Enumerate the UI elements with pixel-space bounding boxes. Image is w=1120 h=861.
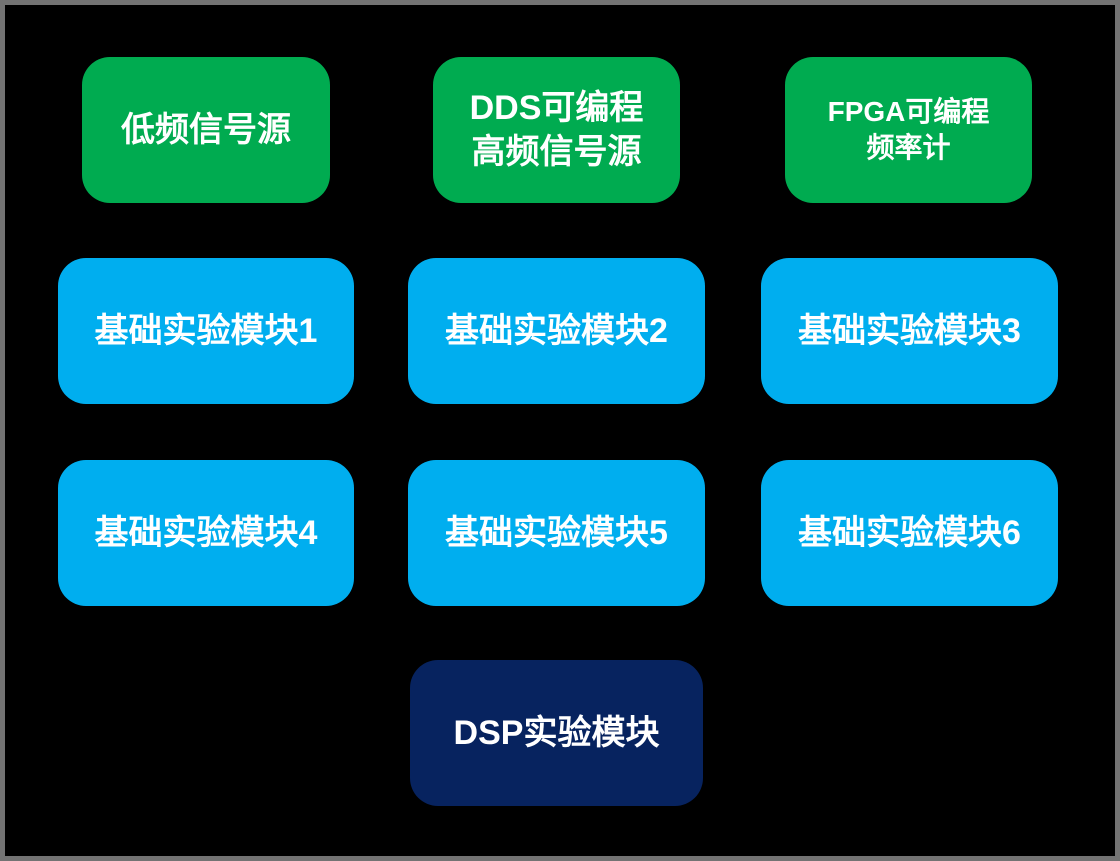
node-label: 基础实验模块1 [94, 311, 318, 350]
node-label: 基础实验模块4 [94, 513, 318, 552]
node-basic-module-6: 基础实验模块6 [761, 460, 1058, 606]
node-label: 基础实验模块2 [445, 311, 668, 350]
node-label: DDS可编程 高频信号源 [469, 88, 644, 171]
node-low-freq-signal-source: 低频信号源 [82, 57, 330, 203]
node-basic-module-1: 基础实验模块1 [58, 258, 354, 404]
node-label: 基础实验模块6 [798, 513, 1021, 552]
node-basic-module-2: 基础实验模块2 [408, 258, 705, 404]
node-label: 低频信号源 [121, 110, 291, 149]
node-dds-high-freq-signal-source: DDS可编程 高频信号源 [433, 57, 680, 203]
node-basic-module-4: 基础实验模块4 [58, 460, 354, 606]
node-dsp-module: DSP实验模块 [410, 660, 703, 806]
node-label: DSP实验模块 [453, 713, 660, 752]
node-basic-module-5: 基础实验模块5 [408, 460, 705, 606]
node-basic-module-3: 基础实验模块3 [761, 258, 1058, 404]
node-label: 基础实验模块5 [445, 513, 668, 552]
node-fpga-frequency-counter: FPGA可编程 频率计 [785, 57, 1032, 203]
node-label: 基础实验模块3 [798, 311, 1021, 350]
node-label: FPGA可编程 频率计 [827, 95, 990, 163]
